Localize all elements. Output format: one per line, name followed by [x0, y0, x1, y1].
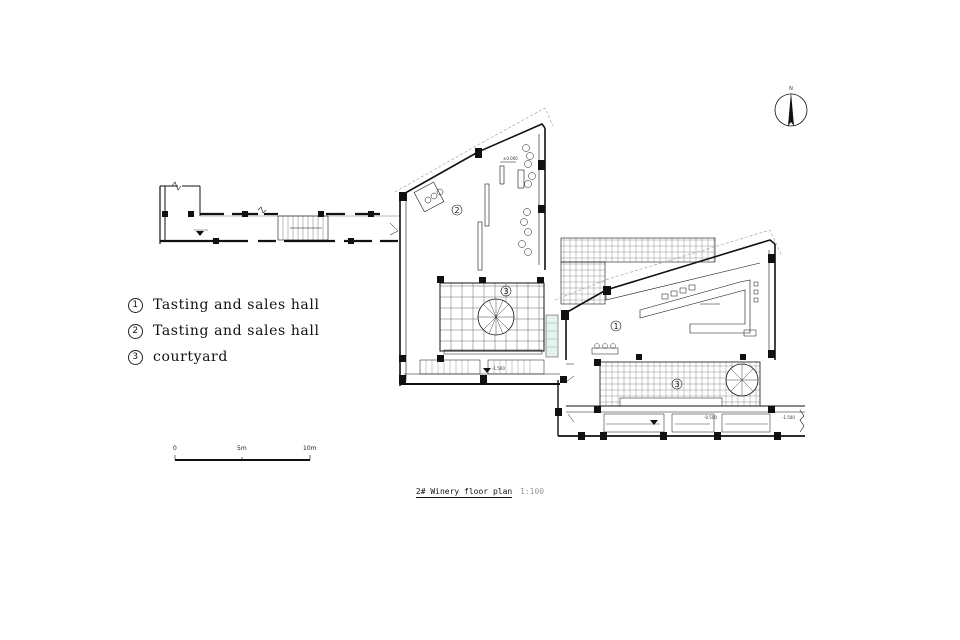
legend-number: 1	[128, 297, 143, 313]
elevation-label-hall-2: ±0.000	[503, 156, 518, 161]
elevation-label-lower-left: -1.500	[492, 366, 505, 371]
corridor-wing	[159, 181, 400, 244]
room-marker-1: 1	[613, 322, 618, 331]
elevation-label-lower-right: -0.500	[704, 415, 717, 420]
legend-item: 1 Tasting and sales hall	[128, 292, 320, 318]
left-building: ±0.000 -1.500	[394, 107, 560, 386]
right-building: -0.500 -1.500	[554, 229, 805, 440]
legend-label: Tasting and sales hall	[153, 323, 320, 339]
room-markers: 2 3 1 3	[451, 204, 683, 390]
plan-scale: 1:100	[520, 487, 545, 496]
room-legend: 1 Tasting and sales hall 2 Tasting and s…	[128, 292, 320, 370]
scale-tick-5m: 5m	[237, 445, 247, 452]
room-marker-3-left: 3	[503, 287, 508, 296]
legend-label: courtyard	[153, 349, 228, 365]
plan-title-block: 2# Winery floor plan 1:100	[0, 487, 960, 498]
north-label: N	[789, 86, 793, 92]
room-marker-2: 2	[454, 206, 459, 215]
scale-bar	[174, 455, 311, 461]
room-marker-3-right: 3	[674, 380, 679, 389]
legend-label: Tasting and sales hall	[153, 297, 320, 313]
plan-title: 2# Winery floor plan	[415, 487, 513, 498]
legend-number: 2	[128, 323, 143, 339]
legend-item: 2 Tasting and sales hall	[128, 318, 320, 344]
legend-number: 3	[128, 349, 143, 365]
elevation-label-far-right: -1.500	[782, 415, 795, 420]
north-arrow-icon: N	[774, 86, 808, 127]
legend-item: 3 courtyard	[128, 344, 320, 370]
scale-tick-10m: 10m	[303, 445, 317, 452]
scale-tick-0: 0	[173, 445, 177, 452]
